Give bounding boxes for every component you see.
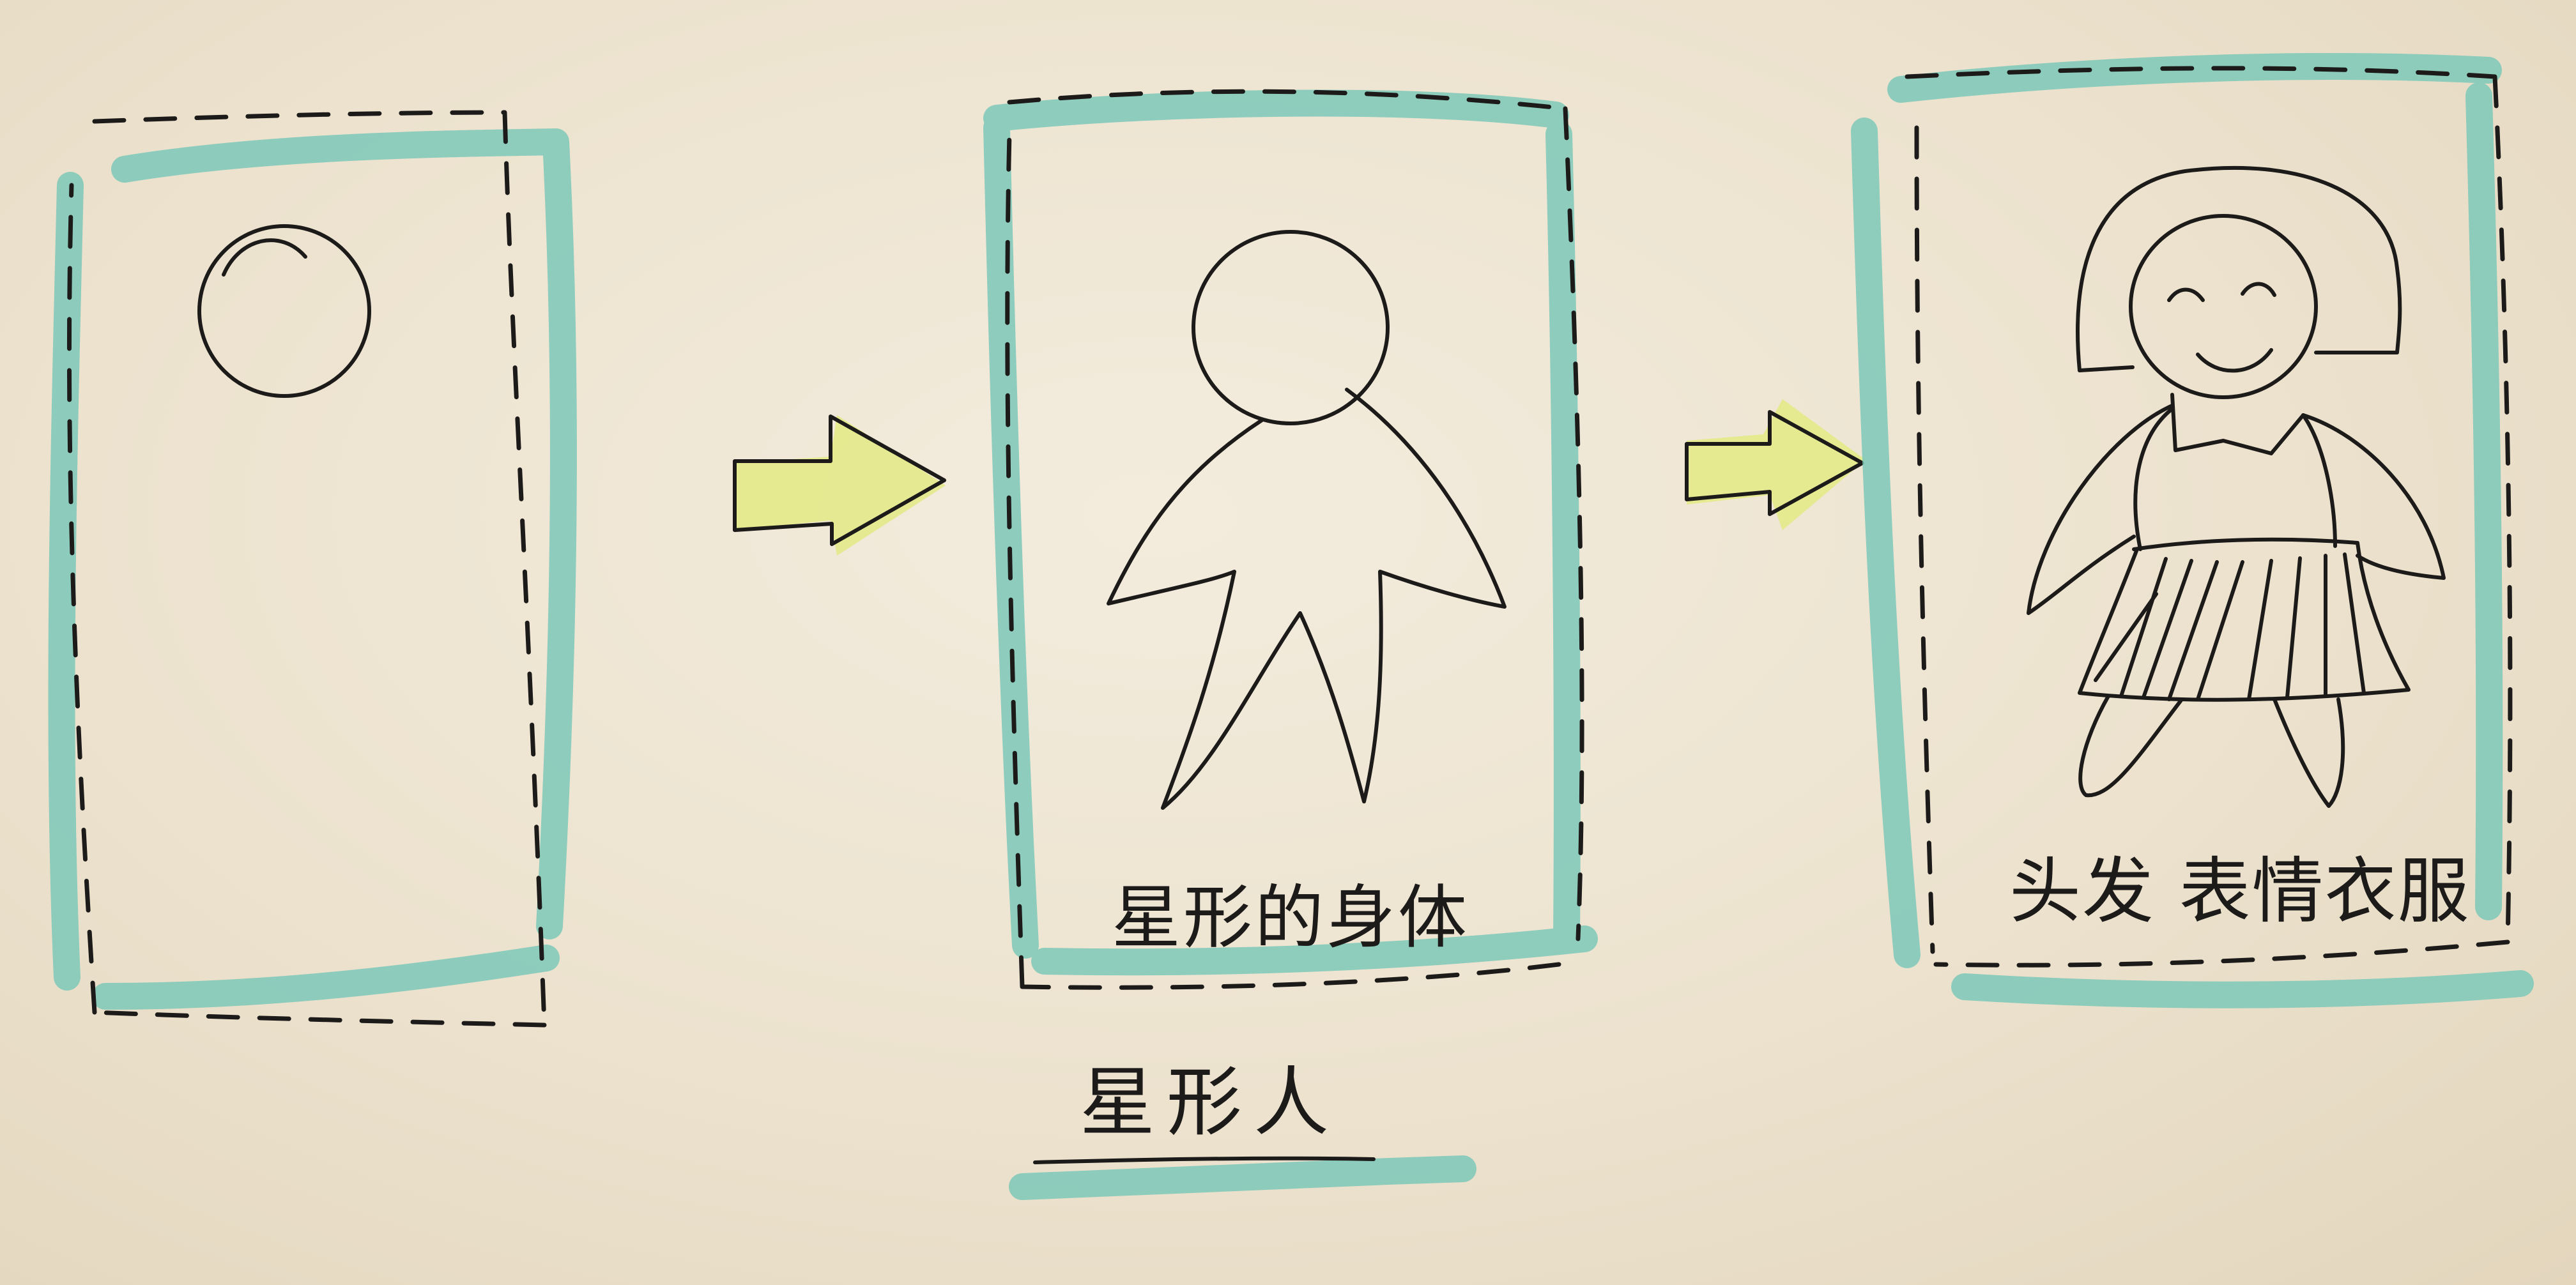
caption-underline-marker bbox=[1009, 1155, 1476, 1200]
panel-3-dashed-frame bbox=[1905, 66, 2513, 968]
hair-left-side bbox=[2078, 365, 2135, 372]
eye-right bbox=[2241, 282, 2276, 297]
right-arm bbox=[2301, 413, 2446, 580]
skirt-pleats bbox=[2094, 552, 2366, 701]
arrow-2-highlight bbox=[1687, 399, 1866, 530]
head-circle bbox=[197, 224, 371, 398]
girl-face-circle bbox=[2129, 214, 2318, 399]
smile-mouth bbox=[2196, 348, 2273, 373]
left-leg bbox=[2078, 694, 2184, 798]
panel-2-label: 星形的身体 bbox=[1112, 878, 1470, 958]
caption-title: 星形人 bbox=[1080, 1058, 1341, 1146]
panel-1-marker-frame bbox=[48, 128, 577, 1010]
collar bbox=[2170, 393, 2305, 455]
star-body-outline bbox=[1107, 388, 1506, 810]
panel-1-dashed-frame bbox=[66, 110, 547, 1028]
caption-underline-ink bbox=[1033, 1156, 1376, 1164]
head-sketch-stroke bbox=[222, 238, 307, 277]
panel-3-label: 头发 表情衣服 bbox=[2009, 850, 2471, 933]
arrow-right-icon bbox=[1685, 399, 1866, 530]
star-head-circle bbox=[1192, 230, 1390, 425]
panel-3 bbox=[1851, 53, 2534, 1008]
panel-2 bbox=[983, 89, 1598, 990]
arrow-1-outline bbox=[733, 414, 946, 546]
left-arm bbox=[2027, 404, 2174, 615]
skirt-outline bbox=[2078, 541, 2411, 702]
hair-outline bbox=[2076, 165, 2402, 372]
right-leg bbox=[2273, 697, 2345, 808]
arrow-right-icon bbox=[733, 414, 946, 556]
eye-left bbox=[2167, 287, 2205, 302]
panel-1 bbox=[48, 110, 577, 1028]
dress-bodice bbox=[2132, 407, 2359, 551]
panel-2-dashed-frame bbox=[1005, 89, 1584, 990]
panel-2-marker-frame bbox=[983, 89, 1598, 976]
arrow-1-highlight bbox=[735, 415, 946, 556]
arrow-2-outline bbox=[1685, 410, 1864, 516]
